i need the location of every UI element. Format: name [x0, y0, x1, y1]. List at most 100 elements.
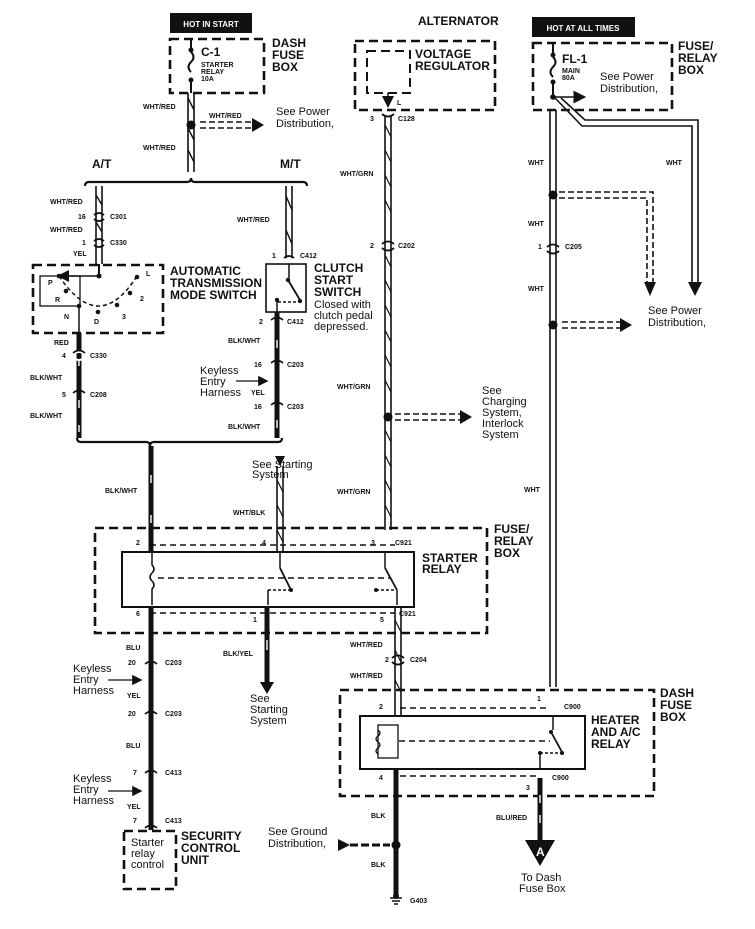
- svg-text:START: START: [314, 273, 354, 287]
- svg-text:C413: C413: [165, 770, 182, 777]
- wire-blk-ground: BLK BLK: [371, 769, 401, 895]
- svg-text:See Power: See Power: [600, 71, 654, 83]
- svg-text:C204: C204: [410, 657, 427, 664]
- connector-c128: 3 C128: [370, 113, 415, 123]
- svg-text:G403: G403: [410, 898, 427, 905]
- svg-text:2: 2: [370, 243, 374, 250]
- svg-text:BLK/WHT: BLK/WHT: [30, 413, 63, 420]
- svg-text:BOX: BOX: [494, 546, 520, 560]
- svg-text:WHT/BLK: WHT/BLK: [233, 510, 265, 517]
- svg-text:A/T: A/T: [92, 157, 112, 171]
- svg-text:CONTROL: CONTROL: [181, 841, 240, 855]
- svg-text:DASH: DASH: [660, 686, 694, 700]
- svg-text:WHT: WHT: [528, 221, 545, 228]
- dash-fuse-box-bottom: DASH FUSE BOX: [338, 686, 694, 798]
- connector-c203d: 20 C203: [128, 710, 182, 718]
- svg-text:C921: C921: [399, 611, 416, 618]
- svg-text:WHT/RED: WHT/RED: [50, 227, 83, 234]
- svg-text:WHT/RED: WHT/RED: [350, 642, 383, 649]
- wire-wht-blk: See Starting System WHT/BLK: [233, 456, 313, 552]
- svg-text:BLU: BLU: [126, 743, 140, 750]
- svg-text:SWITCH: SWITCH: [314, 285, 361, 299]
- wire-at-lower: RED BLK/WHT BLK/WHT: [30, 333, 82, 438]
- svg-text:16: 16: [254, 362, 262, 369]
- svg-text:1: 1: [253, 617, 257, 624]
- connector-c900-bot: 4 3 C900: [379, 775, 569, 792]
- branch-ground-dist: See Ground Distribution,: [268, 826, 390, 851]
- svg-text:WHT/RED: WHT/RED: [143, 104, 176, 111]
- security-control-unit: Starter relay control SECURITY CONTROL U…: [122, 829, 242, 891]
- dash-fuse-box-top: DASH FUSE BOX: [168, 36, 306, 95]
- svg-text:RELAY: RELAY: [678, 51, 718, 65]
- svg-text:control: control: [131, 859, 164, 871]
- svg-text:HOT AT ALL TIMES: HOT AT ALL TIMES: [547, 24, 621, 33]
- ground-g403: G403: [390, 893, 427, 905]
- connector-c413b: 7 C413: [133, 818, 182, 829]
- svg-text:5: 5: [62, 392, 66, 399]
- wire-wht-grn: WHT/GRN WHT/GRN WHT/GRN: [337, 116, 393, 530]
- svg-text:HEATER: HEATER: [591, 713, 640, 727]
- svg-text:See: See: [250, 693, 270, 705]
- svg-text:WHT: WHT: [666, 160, 683, 167]
- svg-text:Interlock: Interlock: [482, 418, 524, 430]
- keyless-entry-note-1: Keyless Entry Harness: [200, 365, 269, 399]
- svg-text:See Ground: See Ground: [268, 826, 327, 838]
- branch-power-dist-3: See Power Distribution,: [562, 305, 706, 332]
- svg-text:L: L: [146, 271, 151, 278]
- svg-text:1: 1: [272, 253, 276, 260]
- connector-c330a: 1 C330: [82, 238, 127, 248]
- svg-text:FL-1: FL-1: [562, 52, 588, 66]
- svg-text:SECURITY: SECURITY: [181, 829, 242, 843]
- svg-text:3: 3: [526, 785, 530, 792]
- svg-text:System,: System,: [482, 407, 522, 419]
- svg-text:3: 3: [122, 314, 126, 321]
- svg-text:Entry: Entry: [73, 674, 99, 686]
- at-mode-switch: AUTOMATIC TRANSMISSION MODE SWITCH P R N…: [31, 263, 262, 335]
- svg-text:See Power: See Power: [276, 106, 330, 118]
- branch-bracket: A/T M/T: [83, 157, 309, 187]
- svg-text:FUSE/: FUSE/: [678, 39, 714, 53]
- branch-power-dist-1: WHT/RED See Power Distribution,: [200, 106, 334, 132]
- svg-text:See Starting: See Starting: [252, 459, 313, 471]
- svg-text:AND A/C: AND A/C: [591, 725, 641, 739]
- svg-text:See: See: [482, 385, 502, 397]
- svg-text:To Dash: To Dash: [521, 872, 561, 884]
- svg-text:WHT: WHT: [528, 160, 545, 167]
- svg-text:R: R: [55, 297, 60, 304]
- svg-text:1: 1: [538, 244, 542, 251]
- svg-text:YEL: YEL: [251, 390, 265, 397]
- svg-text:BOX: BOX: [272, 60, 298, 74]
- svg-text:WHT/GRN: WHT/GRN: [337, 384, 370, 391]
- wire-blu-yel-security: BLU YEL BLU YEL: [126, 607, 154, 830]
- merge-bracket: [75, 437, 284, 447]
- svg-text:STARTER: STARTER: [201, 62, 234, 69]
- svg-text:Distribution,: Distribution,: [600, 83, 658, 95]
- connector-c203c: 20 C203: [128, 660, 182, 667]
- connector-c301: 16 C301: [78, 212, 127, 222]
- svg-text:Closed with: Closed with: [314, 299, 371, 311]
- svg-text:C203: C203: [287, 404, 304, 411]
- wire-wht-red-heater: WHT/RED WHT/RED: [350, 607, 402, 715]
- connector-c203a: 16 C203: [254, 359, 304, 369]
- svg-text:1: 1: [82, 240, 86, 247]
- svg-text:BLK: BLK: [371, 862, 385, 869]
- svg-text:FUSE/: FUSE/: [494, 522, 530, 536]
- svg-text:MAIN: MAIN: [562, 68, 580, 75]
- svg-text:BLK/YEL: BLK/YEL: [223, 651, 254, 658]
- svg-text:System: System: [250, 715, 287, 727]
- branch-dashed-down: [559, 191, 656, 296]
- keyless-entry-note-3: Keyless Entry Harness: [73, 773, 143, 807]
- svg-text:20: 20: [128, 660, 136, 667]
- svg-text:Fuse Box: Fuse Box: [519, 883, 566, 895]
- svg-text:2: 2: [140, 296, 144, 303]
- svg-text:3: 3: [370, 116, 374, 123]
- connector-c900-top: 2 1 C900: [379, 696, 581, 711]
- wire-mt-lower: BLK/WHT YEL BLK/WHT: [228, 312, 280, 438]
- svg-text:C330: C330: [110, 240, 127, 247]
- fuse-relay-box-mid: FUSE/ RELAY BOX: [93, 522, 534, 635]
- fuse-relay-box-top: FUSE/ RELAY BOX: [531, 39, 718, 112]
- connector-c412b: 2 C412: [259, 316, 304, 326]
- svg-text:FUSE: FUSE: [660, 698, 692, 712]
- connector-c208: 5 C208: [62, 389, 107, 399]
- svg-text:WHT/GRN: WHT/GRN: [337, 489, 370, 496]
